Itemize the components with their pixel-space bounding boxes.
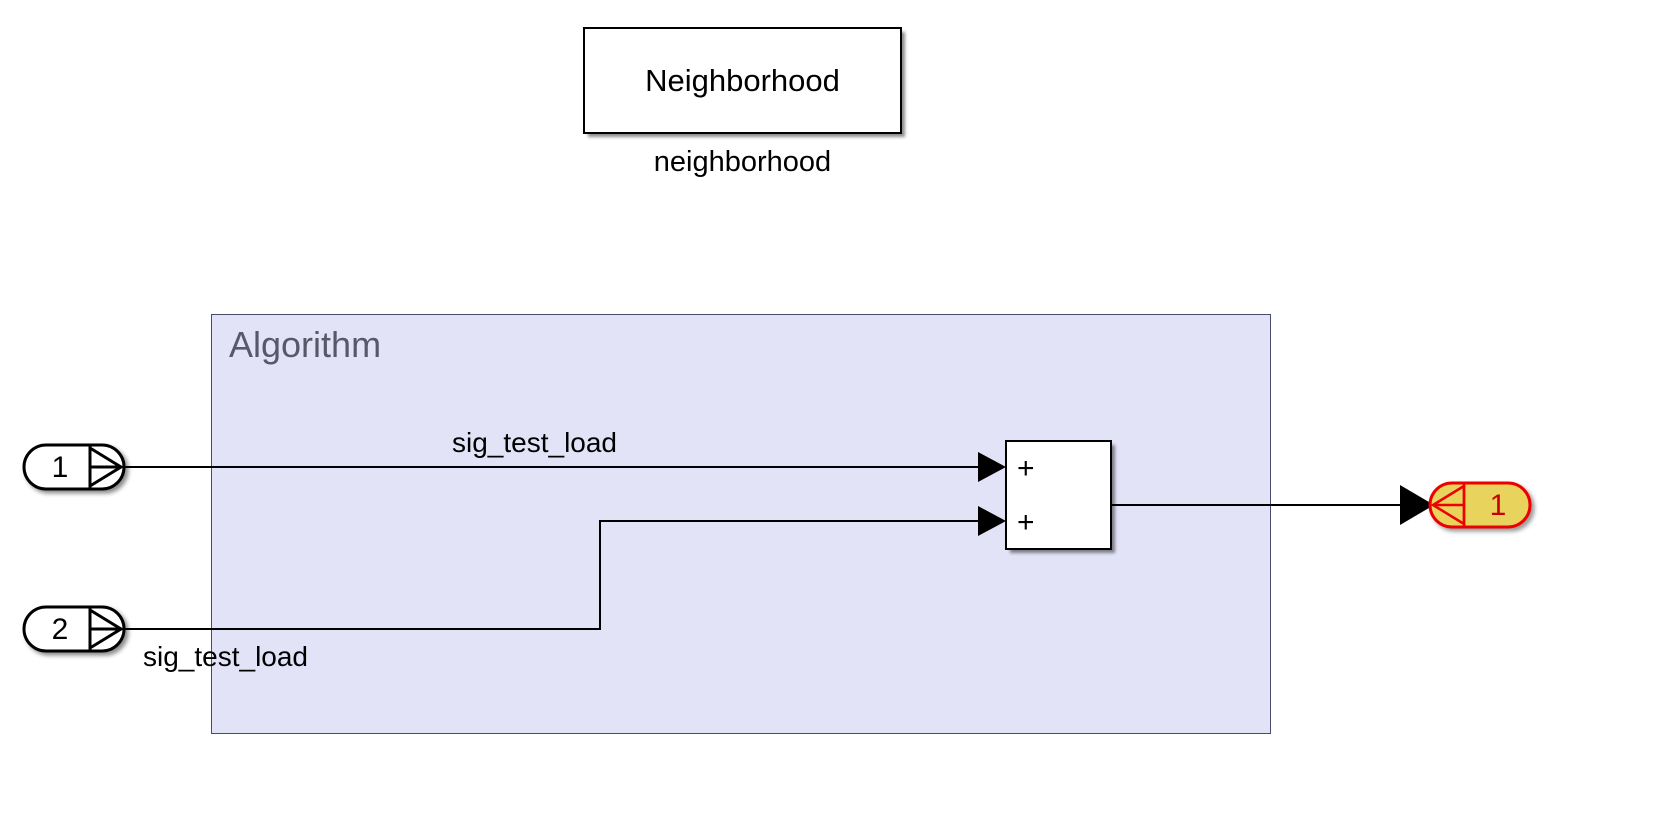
sum-block-sign-2: +	[1017, 506, 1035, 539]
outport-1[interactable]: 1	[1428, 481, 1532, 529]
model-reference-block[interactable]: Neighborhood	[583, 27, 902, 134]
signal-label-bottom: sig_test_load	[143, 641, 309, 672]
outport-1-body	[1428, 481, 1532, 529]
signal-label-top: sig_test_load	[452, 427, 618, 458]
model-reference-label: Neighborhood	[645, 63, 840, 98]
inport-2-body	[22, 605, 126, 653]
algorithm-subsystem-title: Algorithm	[229, 324, 382, 365]
algorithm-subsystem[interactable]	[211, 314, 1271, 734]
inport-1-body	[22, 443, 126, 491]
sum-block[interactable]: + +	[1005, 440, 1112, 550]
outport-1-number: 1	[1490, 489, 1507, 522]
inport-1[interactable]: 1	[22, 443, 126, 491]
sum-block-sign-1: +	[1017, 452, 1035, 485]
inport-2-number: 2	[52, 613, 69, 646]
model-reference-caption: neighborhood	[653, 146, 832, 178]
inport-2[interactable]: 2	[22, 605, 126, 653]
inport-1-number: 1	[52, 451, 69, 484]
